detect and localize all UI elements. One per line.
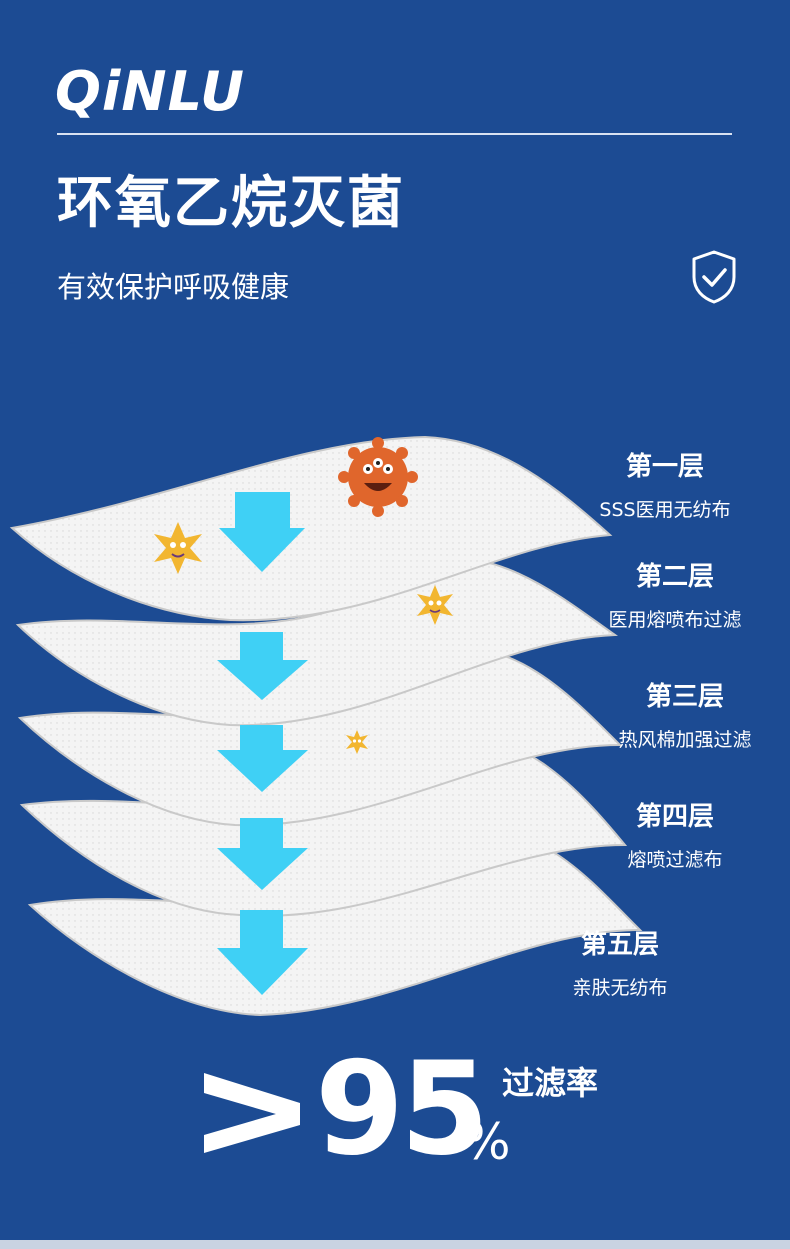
header-divider xyxy=(57,133,732,135)
layer-label-4: 第四层 熔喷过滤布 xyxy=(590,800,760,874)
layer-description: 亲肤无纺布 xyxy=(572,977,668,999)
layer-name: 第五层 xyxy=(580,930,659,960)
layer-description: SSS医用无纺布 xyxy=(599,499,731,521)
layer-description: 熔喷过滤布 xyxy=(627,849,723,871)
arrow-down-icon xyxy=(217,725,308,792)
filtration-label: 过滤率 xyxy=(502,1064,599,1102)
layer-label-5: 第五层 亲肤无纺布 xyxy=(540,928,700,1002)
layer-label-2: 第二层 医用熔喷布过滤 xyxy=(580,560,770,634)
page-title: 环氧乙烷灭菌 xyxy=(57,171,405,236)
layer-label-3: 第三层 热风棉加强过滤 xyxy=(595,680,775,754)
arrow-down-icon xyxy=(219,492,305,572)
bottom-strip xyxy=(0,1240,790,1249)
filter-layers-illustration xyxy=(9,435,643,1017)
layer-name: 第一层 xyxy=(625,452,704,482)
logo-text: QiNLU xyxy=(55,62,245,118)
yellow-germ-icon xyxy=(154,522,202,574)
greater-equal-symbol: ≥ xyxy=(204,1073,300,1153)
layer-description: 医用熔喷布过滤 xyxy=(608,609,742,631)
arrow-down-icon xyxy=(217,818,308,890)
yellow-germ-icon xyxy=(346,730,368,754)
layer-description: 热风棉加强过滤 xyxy=(618,729,752,751)
layer-label-1: 第一层 SSS医用无纺布 xyxy=(570,450,760,524)
orange-germ-icon xyxy=(338,437,418,517)
layer-name: 第三层 xyxy=(645,682,724,712)
page-subtitle: 有效保护呼吸健康 xyxy=(57,270,290,304)
filtration-value: 95 xyxy=(315,1035,489,1184)
filtration-unit: % xyxy=(463,1113,511,1171)
layer-name: 第四层 xyxy=(635,802,714,832)
layer-name: 第二层 xyxy=(635,562,714,592)
arrow-down-icon xyxy=(217,910,308,995)
sheet-layer-1 xyxy=(9,435,613,622)
yellow-germ-icon xyxy=(417,585,453,625)
arrow-down-icon xyxy=(217,632,308,700)
sheet-layer-2 xyxy=(15,556,618,727)
arrow-down-icons xyxy=(217,492,308,995)
qinlu-logo: QiNLU xyxy=(55,62,245,118)
shield-check-icon xyxy=(692,250,736,304)
